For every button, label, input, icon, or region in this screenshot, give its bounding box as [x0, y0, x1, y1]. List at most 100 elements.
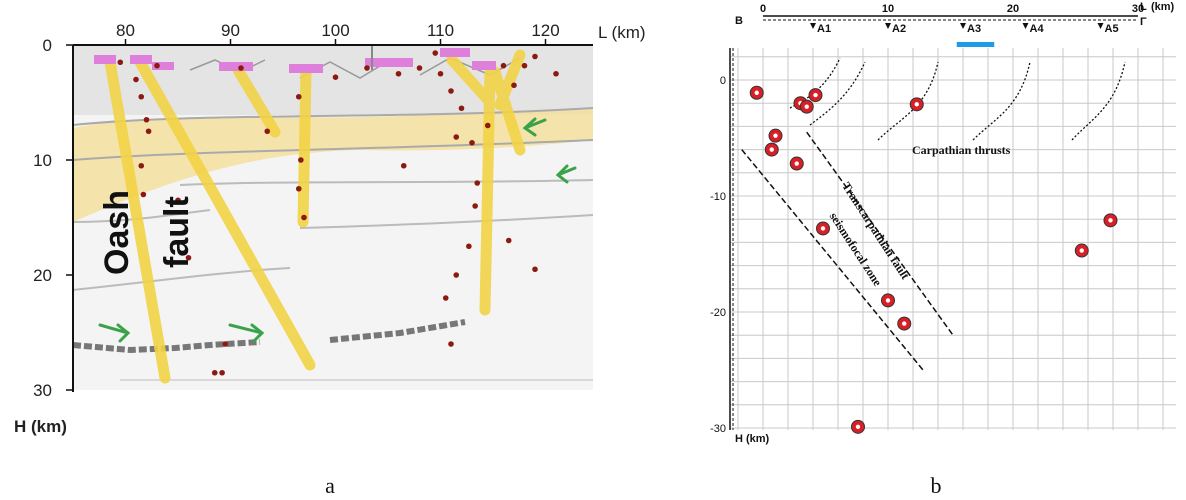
boundary-line-5 — [73, 267, 291, 291]
station-marker-icon — [960, 23, 966, 29]
earthquake-point — [789, 156, 804, 171]
x-tick-label: 100 — [321, 21, 349, 40]
earthquake-point-inner — [794, 161, 799, 166]
station-block — [440, 48, 470, 57]
earthquake-point — [364, 65, 370, 71]
earthquake-point — [474, 180, 481, 186]
x-tick-label: 90 — [221, 21, 240, 40]
panel-a-y-label: H (km) — [14, 417, 67, 436]
earthquake-point — [416, 65, 423, 71]
earthquake-point-inner — [914, 102, 919, 107]
fault-zone-6 — [479, 66, 496, 316]
earthquake-point — [332, 74, 339, 80]
station-block — [94, 55, 116, 64]
arrow-icon — [555, 164, 577, 184]
earthquake-point — [133, 76, 139, 83]
earthquake-point — [458, 105, 465, 112]
thrust-line — [1071, 61, 1126, 141]
panel-a-points — [117, 50, 559, 376]
panel-b-x-label: L — [1140, 1, 1147, 13]
reflector-2 — [329, 319, 466, 343]
x-tick-label: 0 — [760, 3, 766, 15]
station-marker-icon — [885, 23, 891, 29]
y-tick-label: 20 — [33, 266, 52, 285]
panel-b-x-unit: (km) — [1151, 1, 1175, 13]
earthquake-point — [521, 62, 528, 69]
earthquake-point — [145, 128, 152, 135]
earthquake-point — [466, 243, 472, 250]
earthquake-point — [764, 142, 779, 157]
earthquake-point — [749, 85, 764, 100]
fault-zone-3 — [232, 64, 281, 138]
y-tick-label: 0 — [43, 36, 52, 55]
fault-zone-8 — [494, 49, 526, 111]
carpathian-thrusts — [789, 57, 1126, 141]
panel-b-y-unit: (km) — [746, 433, 770, 445]
x-tick-label: 110 — [427, 21, 454, 40]
x-tick-label: 120 — [531, 21, 559, 40]
x-tick-label: 20 — [1007, 3, 1019, 15]
station-block — [472, 61, 496, 70]
earthquake-point — [909, 97, 924, 112]
earthquake-point — [395, 70, 402, 77]
y-tick-label: -30 — [710, 423, 726, 435]
boundary-line-6 — [73, 209, 211, 223]
earthquake-point — [400, 162, 407, 169]
earthquake-point — [553, 70, 559, 77]
earthquake-point — [808, 88, 823, 103]
earthquake-point — [222, 341, 229, 347]
blue-marker — [956, 42, 995, 47]
sedimentary-band — [73, 108, 593, 222]
earthquake-point — [437, 70, 444, 77]
earthquake-point-inner — [855, 424, 861, 430]
earthquake-point — [453, 134, 460, 140]
earthquake-point — [799, 99, 814, 114]
x-tick-label: 10 — [882, 3, 894, 15]
station-blocks — [94, 48, 496, 73]
panel-b-points — [749, 85, 1118, 434]
earthquake-point — [1074, 243, 1089, 258]
fault-zone-7 — [489, 66, 526, 156]
y-tick-label: 30 — [33, 381, 52, 400]
fault-zone-5 — [446, 54, 494, 106]
boundary-line-3 — [179, 179, 593, 186]
station-label: A4 — [1030, 23, 1045, 35]
station-marker-icon — [1097, 23, 1104, 29]
station-block — [219, 62, 253, 71]
earthquake-point-inner — [1108, 218, 1113, 223]
earthquake-point-inner — [769, 147, 774, 152]
earthquake-point — [448, 88, 454, 94]
earthquake-point — [175, 197, 181, 204]
boundary-line-4 — [299, 214, 593, 229]
station-block — [289, 64, 323, 73]
station-label: A2 — [892, 23, 906, 35]
panel-a-geology — [73, 45, 593, 390]
station-label: A1 — [817, 23, 831, 35]
panel-a-caption: a — [325, 473, 335, 498]
panel-b-grid — [730, 48, 1176, 430]
earthquake-point — [211, 369, 218, 376]
station-marker-icon — [1022, 23, 1029, 29]
earthquake-point — [532, 53, 538, 60]
earthquake-point — [185, 254, 192, 261]
fault-label-oash: Oash — [98, 190, 136, 275]
earthquake-point — [469, 139, 475, 146]
station-block — [152, 62, 174, 70]
seismofocal-zone-lower — [741, 149, 924, 371]
earthquake-point-inner — [885, 298, 891, 303]
fault-zone-oash-1 — [104, 56, 171, 384]
earthquake-point — [511, 82, 517, 89]
green-arrows — [98, 117, 577, 343]
earthquake-point — [816, 221, 830, 236]
earthquake-point — [138, 162, 145, 169]
earthquake-point-inner — [1079, 248, 1084, 253]
earthquake-point — [238, 65, 244, 71]
earthquake-point — [453, 272, 460, 278]
panel-a-x-label: L (km) — [598, 23, 646, 42]
thrust-line — [877, 61, 939, 141]
